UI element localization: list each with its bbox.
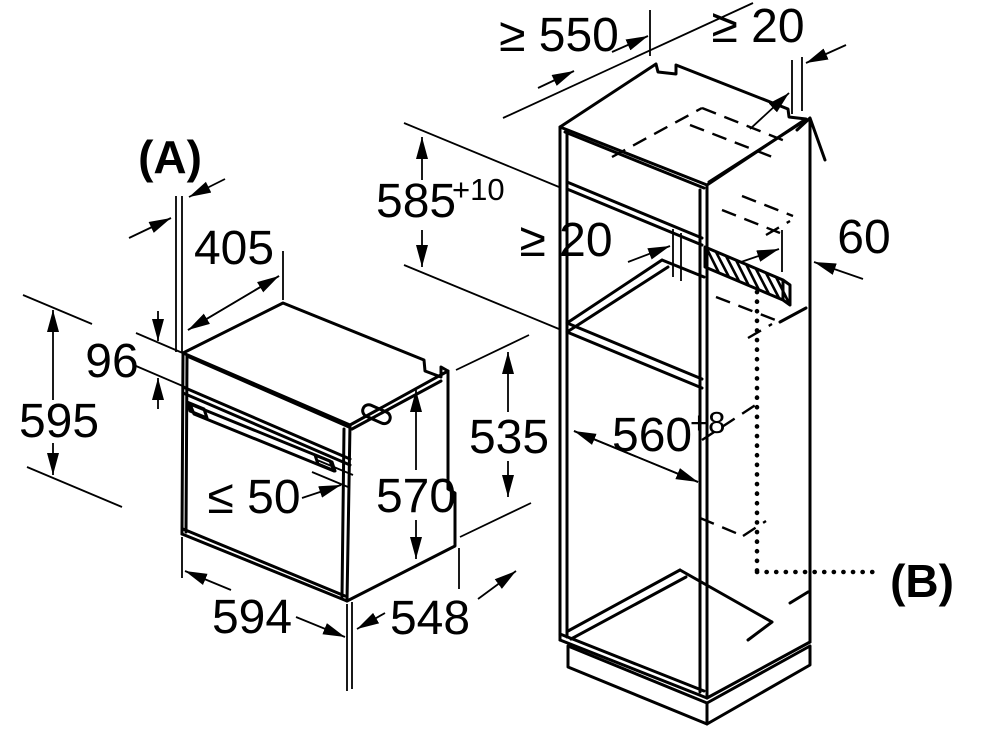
oven-front-left-edge [180, 351, 189, 536]
cabinet-drawing [558, 62, 877, 726]
oven-side-grip-slot [361, 403, 392, 426]
hidden-edges-dashed [611, 106, 794, 538]
dim-top-rear-gap-label: ≥ 20 [711, 0, 804, 53]
cabinet-front-right-edge [698, 183, 709, 700]
oven-door-bottom [180, 527, 349, 603]
dim-rear-height-label: 535 [469, 411, 549, 464]
cabinet-dimension-lines [403, 2, 864, 483]
dim-niche-height-tolerance: +10 [452, 172, 505, 207]
dim-rear-channel-label: 60 [837, 211, 890, 264]
dimension-labels: (A) 405 96 595 ≤ 50 570 535 594 548 ≥ 55… [19, 0, 954, 645]
oven-drawing [180, 301, 457, 603]
cabinet-bottom-front-edge [558, 632, 709, 700]
dim-niche-width-tolerance: +8 [690, 405, 725, 440]
cabinet-top-face [558, 62, 808, 187]
cabinet-plinth [566, 644, 812, 726]
view-a-label: (A) [138, 131, 202, 183]
cabinet-front-left-edge [558, 125, 569, 642]
dim-handle-depth-label: ≤ 50 [207, 471, 300, 524]
wall-corner-edge [795, 116, 827, 162]
oven-control-panel-line [181, 385, 352, 467]
oven-dimension-lines [22, 178, 532, 691]
niche-floor-shelf [565, 321, 704, 390]
dim-min-depth-label: ≥ 550 [499, 9, 619, 62]
dim-niche-height-label: 585 [376, 175, 456, 228]
oven-top-face [181, 301, 450, 427]
niche-ceiling-shelf [565, 180, 704, 247]
dim-width-label: 594 [212, 591, 292, 644]
dim-mid-rear-gap-label: ≥ 20 [519, 214, 612, 267]
oven-front-right-edge [340, 423, 352, 603]
dim-body-height-label: 570 [376, 470, 456, 523]
dim-niche-width-label: 560 [612, 409, 692, 462]
cabinet-interior-floor [566, 568, 774, 642]
oven-side-rear-edge [345, 369, 457, 603]
dim-panel-height-label: 96 [85, 335, 138, 388]
dim-height-label: 595 [19, 395, 99, 448]
dim-body-depth-label: 548 [390, 592, 470, 645]
view-b-label: (B) [890, 555, 954, 607]
vent-channel-hatched-bar [703, 245, 792, 307]
dim-top-depth-label: 405 [194, 222, 274, 275]
datum-b-dotted-line [754, 289, 877, 575]
oven-door-handle [188, 402, 336, 473]
